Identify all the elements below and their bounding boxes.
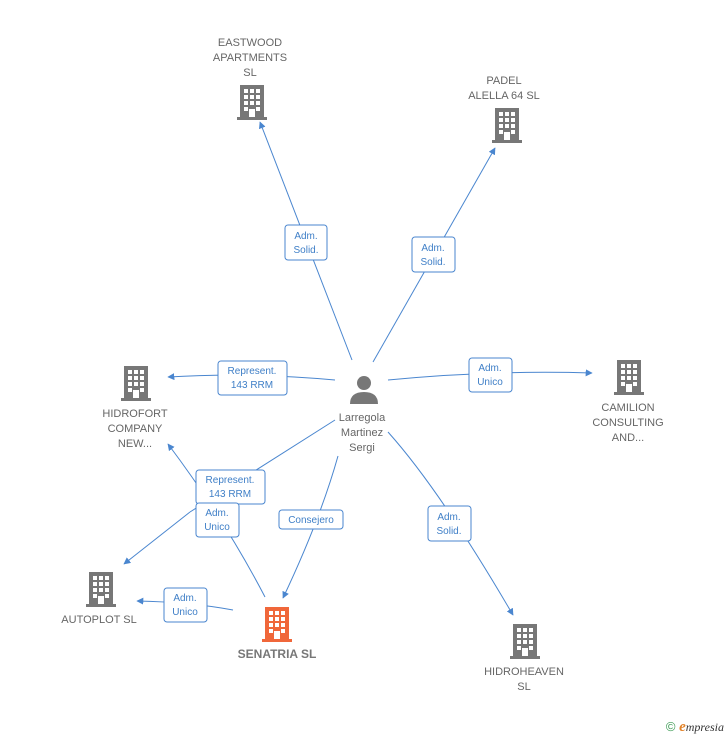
- relation-label-camilion: Adm. Unico: [468, 357, 513, 393]
- node-label-line: SL: [243, 67, 256, 79]
- empresia-logo: empresia: [679, 719, 724, 735]
- relation-label-autoplot-1: Adm. Unico: [195, 502, 240, 538]
- relation-line: Adm.: [437, 512, 460, 523]
- relation-line: Solid.: [420, 257, 445, 268]
- relation-line: Adm.: [421, 243, 444, 254]
- node-center-person[interactable]: Larregola Martinez Sergi: [339, 376, 386, 454]
- node-label-line: Martinez: [341, 427, 383, 439]
- node-label-line: COMPANY: [108, 423, 163, 435]
- node-autoplot[interactable]: AUTOPLOT SL: [61, 572, 137, 626]
- relation-line: Solid.: [436, 526, 461, 537]
- relation-line: Consejero: [288, 515, 334, 526]
- relation-line: 143 RRM: [231, 380, 273, 391]
- building-icon: [614, 360, 644, 395]
- relation-line: Adm.: [478, 363, 501, 374]
- copyright-notice: © empresia: [666, 719, 724, 736]
- node-label-line: SL: [517, 681, 530, 693]
- person-icon: [350, 376, 378, 404]
- relation-line: Represent.: [206, 475, 255, 486]
- building-icon: [237, 85, 267, 120]
- relation-label-senatria-hidrofort: Represent. 143 RRM: [195, 469, 266, 505]
- relation-line: Solid.: [293, 245, 318, 256]
- relation-label-senatria: Consejero: [278, 509, 344, 530]
- node-padel[interactable]: PADEL ALELLA 64 SL: [468, 75, 540, 143]
- node-label-line: Larregola: [339, 412, 386, 424]
- relation-line: Adm.: [205, 508, 228, 519]
- node-hidrofort[interactable]: HIDROFORT COMPANY NEW...: [102, 366, 168, 450]
- node-label-line: HIDROFORT: [102, 408, 167, 420]
- node-hidroheaven[interactable]: HIDROHEAVEN SL: [484, 624, 564, 693]
- node-eastwood[interactable]: EASTWOOD APARTMENTS SL: [213, 37, 287, 120]
- relation-line: Unico: [477, 377, 503, 388]
- relation-label-padel: Adm. Solid.: [411, 236, 456, 273]
- building-icon: [121, 366, 151, 401]
- node-label-line: SENATRIA SL: [238, 647, 317, 661]
- node-label-line: EASTWOOD: [218, 37, 282, 49]
- edges: [123, 121, 593, 616]
- node-label-line: CONSULTING: [592, 417, 663, 429]
- building-icon: [492, 108, 522, 143]
- relation-label-eastwood: Adm. Solid.: [284, 224, 328, 261]
- node-label-line: HIDROHEAVEN: [484, 666, 564, 678]
- relation-line: Represent.: [228, 366, 277, 377]
- relation-line: Unico: [204, 522, 230, 533]
- relation-line: Unico: [172, 607, 198, 618]
- node-label-line: CAMILION: [601, 402, 654, 414]
- node-label-line: ALELLA 64 SL: [468, 90, 540, 102]
- building-icon: [262, 607, 292, 642]
- node-senatria[interactable]: SENATRIA SL: [238, 607, 317, 661]
- relation-line: Adm.: [294, 231, 317, 242]
- copyright-icon: ©: [665, 719, 676, 734]
- node-label-line: APARTMENTS: [213, 52, 287, 64]
- node-label-line: Sergi: [349, 442, 375, 454]
- building-icon: [86, 572, 116, 607]
- node-label-line: AND...: [612, 432, 644, 444]
- node-label-line: AUTOPLOT SL: [61, 614, 136, 626]
- relation-label-hidroheaven: Adm. Solid.: [427, 505, 472, 542]
- edge-autoplot-arrow: [123, 511, 191, 565]
- relation-label-hidrofort: Represent. 143 RRM: [217, 360, 288, 396]
- node-label-line: NEW...: [118, 438, 152, 450]
- relation-label-autoplot-2: Adm. Unico: [163, 587, 208, 623]
- node-camilion[interactable]: CAMILION CONSULTING AND...: [592, 360, 664, 444]
- relation-line: 143 RRM: [209, 489, 251, 500]
- node-label-line: PADEL: [486, 75, 521, 87]
- relation-line: Adm.: [173, 593, 196, 604]
- edge-labels: Adm. Solid. Adm. Solid. Represent. 143 R…: [163, 224, 513, 623]
- building-icon: [510, 624, 540, 659]
